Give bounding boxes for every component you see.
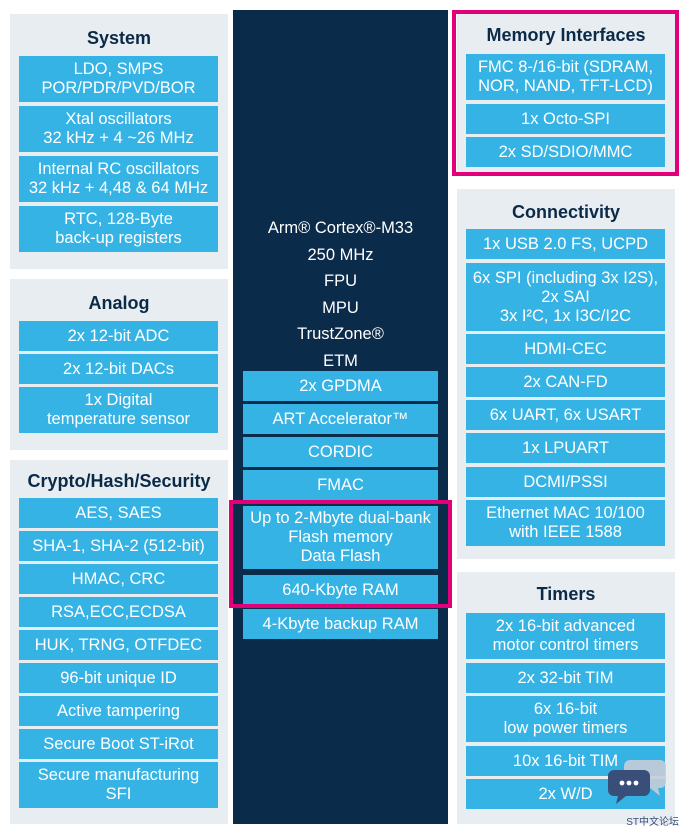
connectivity-item: 2x CAN-FD (466, 367, 665, 397)
memory-item: 2x SD/SDIO/MMC (466, 137, 665, 167)
timers-title: Timers (536, 584, 596, 604)
timers-panel: Timers 2x 16-bit advanced motor control … (457, 572, 675, 824)
core-column: Arm® Cortex®-M33 250 MHz FPU MPU TrustZo… (233, 10, 448, 824)
memory-highlight (452, 10, 679, 176)
analog-item: 1x Digital temperature sensor (19, 387, 218, 433)
analog-item: 2x 12-bit ADC (19, 321, 218, 351)
crypto-item: 96-bit unique ID (19, 663, 218, 693)
crypto-item: SHA-1, SHA-2 (512-bit) (19, 531, 218, 561)
memory-item: 1x Octo-SPI (466, 104, 665, 134)
system-title: System (86, 28, 152, 48)
core-item: 2x GPDMA (243, 371, 438, 401)
watermark-text: ST中文论坛 (626, 817, 679, 828)
connectivity-item: DCMI/PSSI (466, 467, 665, 497)
crypto-item: RSA,ECC,ECDSA (19, 597, 218, 627)
core-item: CORDIC (243, 437, 438, 467)
analog-title: Analog (88, 293, 150, 313)
connectivity-item: 1x USB 2.0 FS, UCPD (466, 229, 665, 259)
connectivity-item: HDMI-CEC (466, 334, 665, 364)
chat-bubbles-icon (608, 760, 666, 804)
memory-title: Memory Interfaces (486, 25, 646, 45)
system-item: Internal RC oscillators 32 kHz + 4,48 & … (19, 156, 218, 202)
core-item: 640-Kbyte RAM (243, 575, 438, 605)
timers-item: 2x 16-bit advanced motor control timers (466, 613, 665, 659)
system-item: Xtal oscillators 32 kHz + 4 ~26 MHz (19, 106, 218, 152)
timers-item: 6x 16-bit low power timers (466, 696, 665, 742)
system-panel: System LDO, SMPS POR/PDR/PVD/BOR Xtal os… (10, 14, 228, 269)
crypto-item: HUK, TRNG, OTFDEC (19, 630, 218, 660)
memory-item: FMC 8-/16-bit (SDRAM, NOR, NAND, TFT-LCD… (466, 54, 665, 100)
connectivity-title: Connectivity (511, 202, 621, 222)
crypto-item: Secure Boot ST-iRot (19, 729, 218, 759)
analog-item: 2x 12-bit DACs (19, 354, 218, 384)
crypto-item: AES, SAES (19, 498, 218, 528)
connectivity-panel: Connectivity 1x USB 2.0 FS, UCPD 6x SPI … (457, 189, 675, 559)
core-item: Up to 2-Mbyte dual-bank Flash memory Dat… (243, 506, 438, 569)
timers-item: 2x 32-bit TIM (466, 663, 665, 693)
connectivity-item: Ethernet MAC 10/100 with IEEE 1588 (466, 500, 665, 546)
crypto-title: Crypto/Hash/Security (27, 471, 211, 491)
connectivity-item: 6x SPI (including 3x I2S), 2x SAI 3x I²C… (466, 263, 665, 331)
crypto-item: Active tampering (19, 696, 218, 726)
crypto-item: Secure manufacturing SFI (19, 762, 218, 808)
core-item: 4-Kbyte backup RAM (243, 609, 438, 639)
crypto-panel: Crypto/Hash/Security AES, SAES SHA-1, SH… (10, 460, 228, 824)
connectivity-item: 6x UART, 6x USART (466, 400, 665, 430)
core-item: FMAC (243, 470, 438, 500)
core-item: ART Accelerator™ (243, 404, 438, 434)
system-item: RTC, 128-Byte back-up registers (19, 206, 218, 252)
core-description: Arm® Cortex®-M33 250 MHz FPU MPU TrustZo… (267, 219, 414, 370)
crypto-item: HMAC, CRC (19, 564, 218, 594)
flash-ram-highlight (229, 500, 452, 608)
connectivity-item: 1x LPUART (466, 433, 665, 463)
system-item: LDO, SMPS POR/PDR/PVD/BOR (19, 56, 218, 102)
analog-panel: Analog 2x 12-bit ADC 2x 12-bit DACs 1x D… (10, 279, 228, 450)
memory-panel: Memory Interfaces FMC 8-/16-bit (SDRAM, … (457, 14, 675, 172)
